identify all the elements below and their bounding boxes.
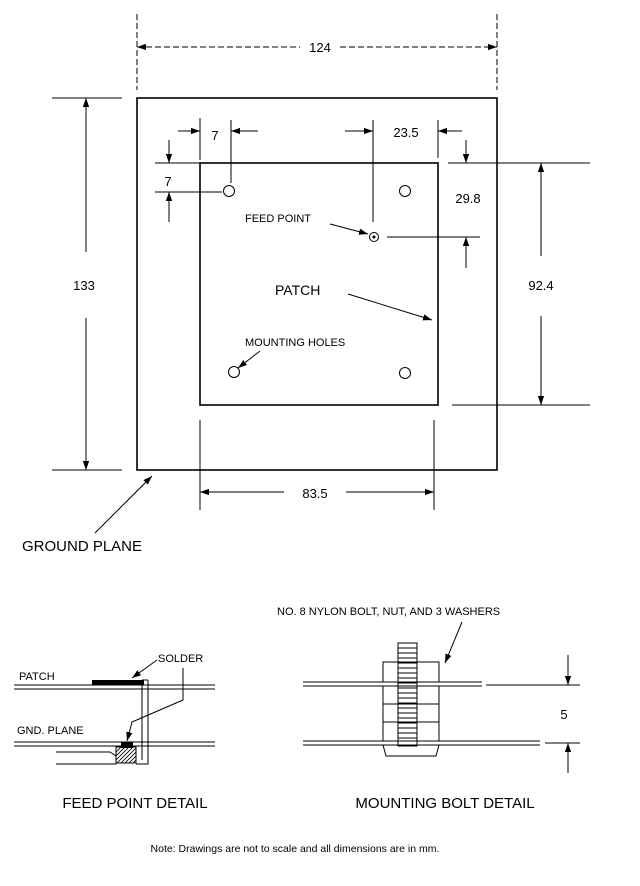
feed-point-label: FEED POINT	[245, 213, 311, 225]
feed-detail-title: FEED POINT DETAIL	[62, 795, 207, 812]
dim-height-label: 133	[73, 278, 95, 293]
note-text: Note: Drawings are not to scale and all …	[151, 843, 440, 855]
patch-copper	[92, 680, 144, 685]
feed-point-detail: PATCH SOLDER GND. PLANE FEED POINT DETAI…	[14, 653, 215, 812]
washer	[382, 685, 440, 705]
bolt-label: NO. 8 NYLON BOLT, NUT, AND 3 WASHERS	[277, 606, 500, 618]
washer	[382, 721, 440, 742]
patch-label: PATCH	[275, 282, 320, 298]
coax-dielectric	[115, 746, 137, 764]
dim-gap-label: 5	[560, 707, 567, 722]
dim-133: 133	[52, 97, 122, 471]
dim-feed-y-label: 29.8	[455, 191, 480, 206]
dim-hole-x: 7	[178, 118, 258, 183]
mounting-hole	[399, 185, 411, 197]
dim-124: 124	[136, 14, 498, 90]
ground-plane-leader	[94, 475, 153, 534]
feed-point-center	[372, 235, 376, 239]
feed-point-marker	[369, 232, 379, 242]
bolt-threads	[398, 647, 417, 739]
dim-92-4: 92.4	[452, 163, 590, 406]
dim-width-label: 124	[309, 40, 331, 55]
dim-feed-y: 29.8	[387, 140, 590, 268]
bolt-detail-title: MOUNTING BOLT DETAIL	[355, 795, 534, 812]
dim-83-5: 83.5	[199, 420, 435, 510]
ground-plane-outline	[136, 97, 498, 471]
feed-detail-patch-label: PATCH	[19, 671, 55, 683]
mounting-holes-label: MOUNTING HOLES	[245, 337, 345, 349]
dim-feed-x-label: 23.5	[393, 125, 418, 140]
mounting-holes-leader	[237, 350, 261, 369]
solder-leader-top	[131, 659, 158, 679]
ground-plane-label: GROUND PLANE	[22, 538, 142, 555]
mounting-bolt-detail: NO. 8 NYLON BOLT, NUT, AND 3 WASHERS	[277, 606, 580, 812]
mounting-hole	[399, 367, 411, 379]
feed-point-leader	[329, 223, 369, 235]
bolt-leader	[444, 621, 463, 664]
dim-feed-x: 23.5	[345, 120, 462, 222]
dim-patch-height-label: 92.4	[528, 278, 553, 293]
dim-hole-x-label: 7	[211, 128, 218, 143]
mounting-hole	[223, 185, 235, 197]
solder-label: SOLDER	[158, 653, 203, 665]
solder-leader-bottom	[126, 668, 184, 742]
bolt-head	[382, 744, 440, 757]
gnd-plane-label: GND. PLANE	[17, 725, 84, 737]
dim-patch-width-label: 83.5	[302, 486, 327, 501]
mounting-hole	[228, 366, 240, 378]
dim-hole-y: 7	[155, 140, 222, 222]
patch-outline	[199, 162, 439, 406]
patch-leader	[347, 293, 433, 321]
dim-hole-y-label: 7	[164, 174, 171, 189]
nut	[382, 661, 440, 683]
solder-joint	[121, 742, 133, 748]
